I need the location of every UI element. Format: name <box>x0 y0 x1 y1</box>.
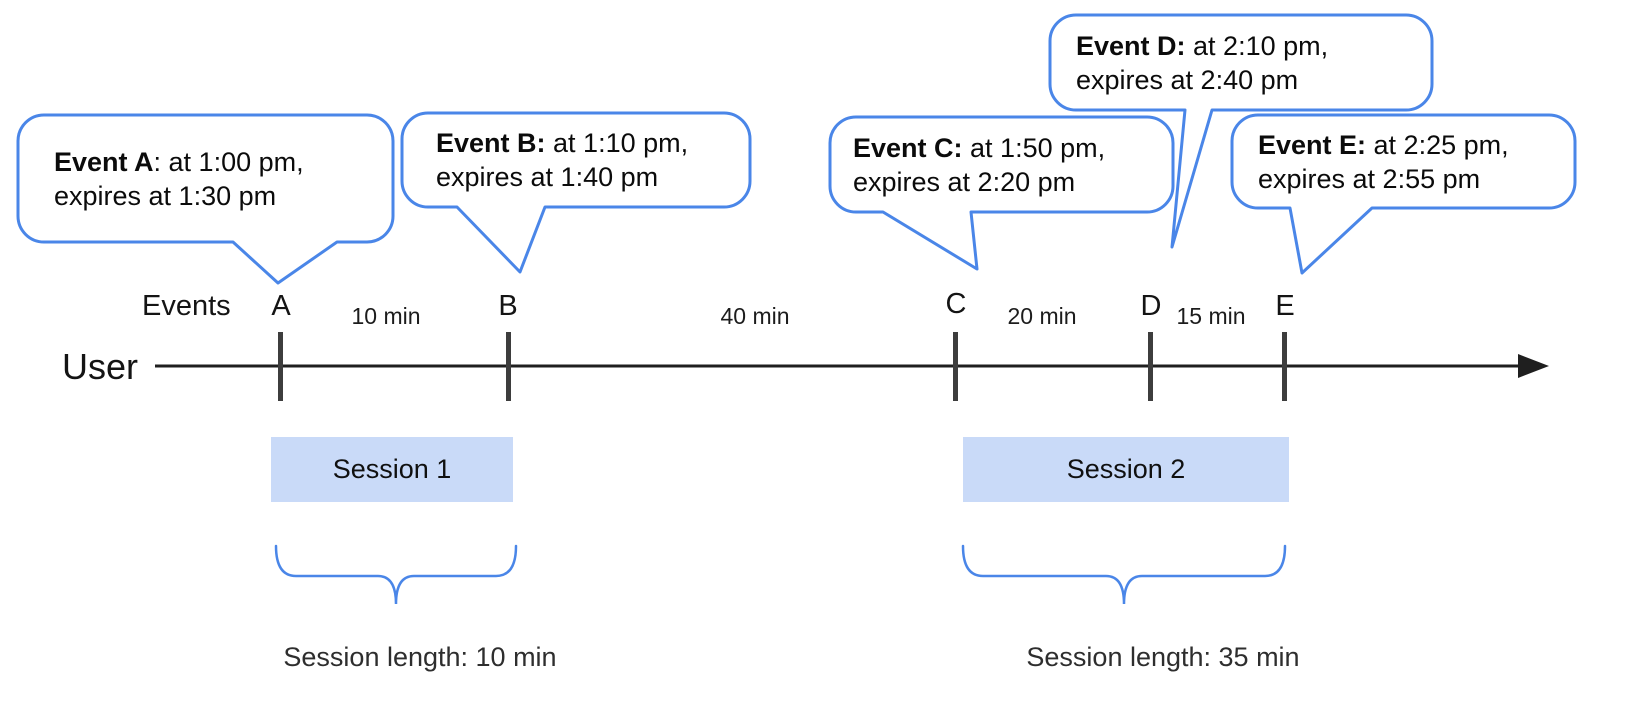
events-axis-label: Events <box>142 290 231 322</box>
speech-bubble-b <box>400 111 752 274</box>
tick-label-e: E <box>1275 290 1295 322</box>
session-1-label: Session 1 <box>332 454 452 484</box>
session-2-label: Session 2 <box>1066 454 1186 484</box>
event-a-callout-line1: Event A: at 1:00 pm, <box>54 146 304 177</box>
session-1-length-caption: Session length: 10 min <box>283 642 557 672</box>
event-c-callout-line2: expires at 2:20 pm <box>853 166 1076 197</box>
event-c-callout: Event C: at 1:50 pm, expires at 2:20 pm <box>830 117 1173 212</box>
tick-label-b: B <box>498 290 518 322</box>
event-d-callout: Event D: at 2:10 pm, expires at 2:40 pm <box>1050 15 1432 110</box>
event-e-callout: Event E: at 2:25 pm, expires at 2:55 pm <box>1232 115 1575 208</box>
event-d-callout-line2: expires at 2:40 pm <box>1076 64 1299 95</box>
session-1-box: Session 1 <box>271 437 513 502</box>
tick-label-d: D <box>1140 290 1162 322</box>
interval-label-a-b: 10 min <box>351 303 421 329</box>
interval-label-b-c: 40 min <box>720 303 790 329</box>
timeline-arrowhead-icon <box>1518 354 1549 378</box>
event-tick-b <box>506 332 511 401</box>
event-tick-a <box>278 332 283 401</box>
event-a-callout-line2: expires at 1:30 pm <box>54 180 277 211</box>
event-tick-c <box>953 332 958 401</box>
event-b-callout-line1: Event B: at 1:10 pm, <box>436 128 689 158</box>
user-axis-label: User <box>62 346 139 387</box>
speech-bubble-a <box>16 113 395 285</box>
event-c-callout-line1: Event C: at 1:50 pm, <box>853 132 1106 163</box>
event-e-callout-line1: Event E: at 2:25 pm, <box>1258 129 1509 160</box>
tick-label-c: C <box>945 288 967 320</box>
tick-label-a: A <box>271 290 291 322</box>
session-2-box: Session 2 <box>963 437 1289 502</box>
session-2-brace <box>961 544 1287 605</box>
event-tick-e <box>1282 332 1287 401</box>
speech-bubble-e <box>1230 113 1577 275</box>
speech-bubble-d <box>1048 13 1434 249</box>
speech-bubble-c <box>828 115 1175 271</box>
event-tick-d <box>1148 332 1153 401</box>
session-1-brace <box>274 544 518 605</box>
event-a-callout: Event A: at 1:00 pm, expires at 1:30 pm <box>18 115 393 242</box>
interval-label-c-d: 20 min <box>1007 303 1077 329</box>
event-e-callout-line2: expires at 2:55 pm <box>1258 163 1481 194</box>
event-b-callout-line2: expires at 1:40 pm <box>436 162 659 192</box>
event-b-callout: Event B: at 1:10 pm, expires at 1:40 pm <box>402 113 750 207</box>
interval-label-d-e: 15 min <box>1176 303 1246 329</box>
event-d-callout-line1: Event D: at 2:10 pm, <box>1076 30 1329 61</box>
session-2-length-caption: Session length: 35 min <box>1026 642 1300 672</box>
